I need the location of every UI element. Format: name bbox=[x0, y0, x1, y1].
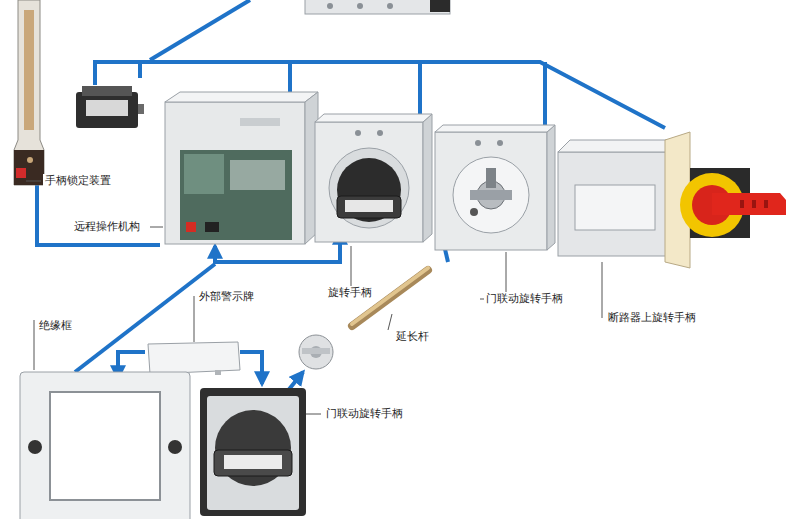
lock-device bbox=[76, 86, 144, 128]
rotary-handle bbox=[315, 114, 432, 242]
part-label: 外部警示牌 bbox=[197, 290, 256, 304]
part-label: 远程操作机构 bbox=[72, 220, 142, 234]
part-label: 门联动旋转手柄 bbox=[484, 292, 565, 306]
part-label: 手柄锁定装置 bbox=[43, 174, 113, 188]
part-label: 门联动旋转手柄 bbox=[324, 407, 405, 421]
part-label: 绝缘框 bbox=[37, 319, 74, 333]
leader-lines bbox=[26, 181, 602, 414]
breaker-rotary-handle bbox=[558, 132, 786, 268]
door-handle-front bbox=[200, 388, 306, 516]
part-label: 延长杆 bbox=[394, 330, 431, 344]
door-rotary-handle bbox=[435, 125, 555, 250]
part-label: 断路器上旋转手柄 bbox=[606, 311, 698, 325]
lock-handle bbox=[14, 0, 44, 185]
part-label: 旋转手柄 bbox=[326, 286, 374, 300]
top-device bbox=[305, 0, 450, 14]
remote-operating-mechanism bbox=[165, 92, 318, 244]
insulating-frame bbox=[20, 372, 190, 519]
round-part bbox=[299, 335, 333, 369]
